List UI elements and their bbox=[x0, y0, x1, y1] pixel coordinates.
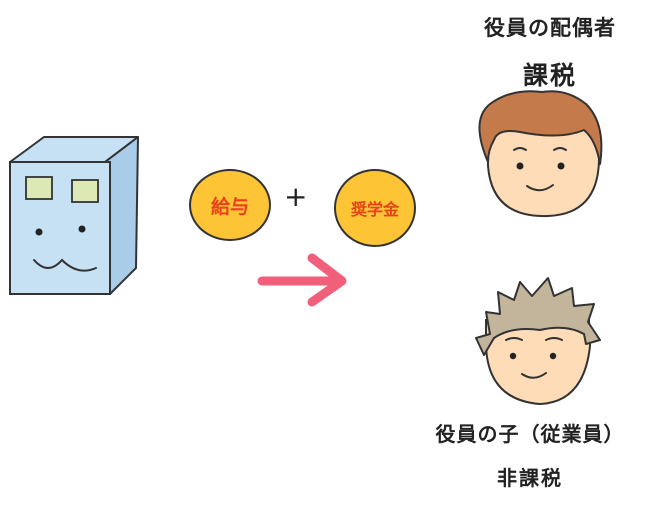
plus-sign: + bbox=[284, 180, 308, 213]
scholarship-coin: 奨学金 bbox=[334, 169, 416, 247]
spouse-role-label: 役員の配偶者 bbox=[484, 16, 616, 40]
child-tax-status: 非課税 bbox=[497, 466, 563, 490]
right-arrow-icon bbox=[257, 253, 347, 307]
company-building-icon bbox=[9, 136, 139, 295]
child-face-icon bbox=[475, 277, 601, 406]
salary-coin: 給与 bbox=[189, 169, 271, 241]
scholarship-label: 奨学金 bbox=[350, 200, 399, 219]
spouse-tax-status: 課税 bbox=[522, 61, 577, 90]
child-role-label: 役員の子（従業員） bbox=[435, 422, 625, 446]
salary-label: 給与 bbox=[210, 195, 249, 218]
spouse-face-icon bbox=[478, 90, 603, 218]
